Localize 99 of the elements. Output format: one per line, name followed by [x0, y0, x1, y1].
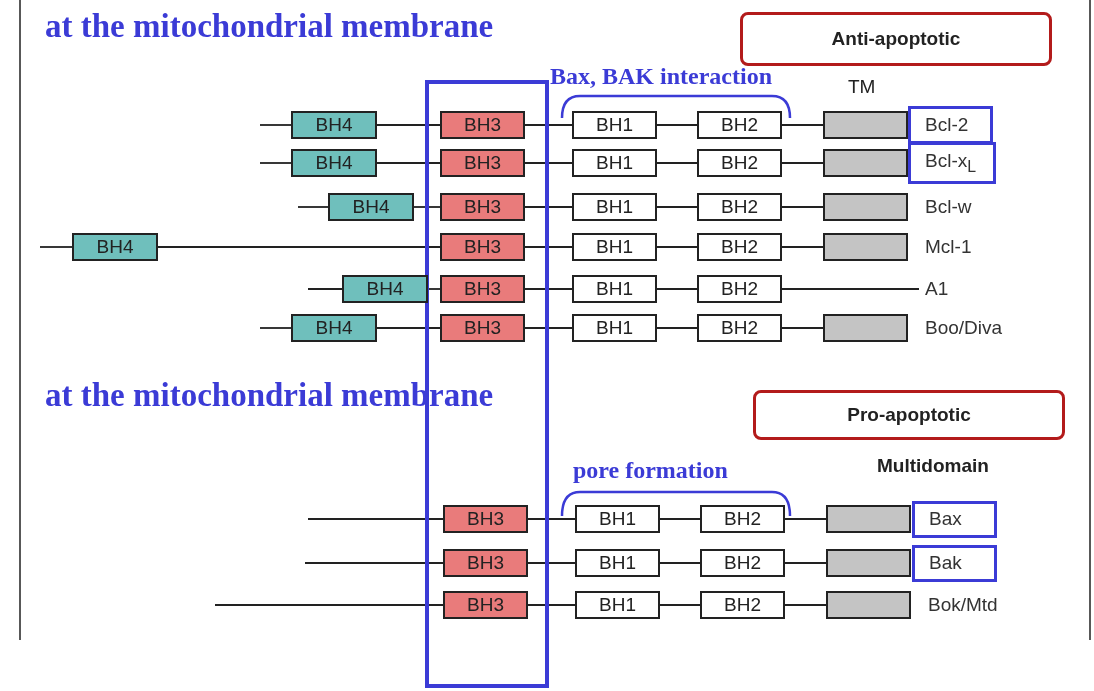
domain-box: BH3	[443, 549, 528, 577]
domain-box: BH3	[440, 275, 525, 303]
connector-line	[781, 246, 824, 248]
protein-name-box: Bak	[912, 544, 997, 582]
connector-line	[659, 604, 701, 606]
connector-line	[781, 206, 824, 208]
section-heading: at the mitochondrial membrane	[45, 8, 494, 45]
connector-line	[297, 206, 329, 208]
connector-line	[656, 327, 698, 329]
connector-line	[524, 327, 573, 329]
connector-line	[376, 162, 441, 164]
protein-name-box: Bcl-x$_{L}$	[908, 142, 996, 184]
connector-line	[259, 327, 292, 329]
domain-box: BH3	[443, 505, 528, 533]
domain-box: BH1	[575, 591, 660, 619]
domain-box: BH3	[440, 149, 525, 177]
domain-box: BH2	[697, 233, 782, 261]
connector-line	[307, 518, 444, 520]
connector-line	[527, 604, 576, 606]
domain-box: BH3	[440, 111, 525, 139]
connector-line	[39, 246, 73, 248]
domain-box: BH2	[700, 591, 785, 619]
domain-box: BH1	[572, 314, 657, 342]
domain-box: BH2	[697, 314, 782, 342]
tm-domain-box	[826, 591, 911, 619]
domain-box: BH4	[291, 149, 377, 177]
connector-line	[656, 288, 698, 290]
protein-name: A1	[925, 276, 985, 302]
domain-box: BH1	[572, 275, 657, 303]
connector-line	[524, 246, 573, 248]
domain-box: BH1	[572, 149, 657, 177]
column-heading: Multidomain	[877, 455, 989, 477]
connector-line	[659, 562, 701, 564]
connector-line	[656, 162, 698, 164]
domain-box: BH3	[443, 591, 528, 619]
domain-box: BH4	[328, 193, 414, 221]
connector-line	[527, 518, 576, 520]
tm-domain-box	[823, 111, 908, 139]
domain-box: BH1	[575, 549, 660, 577]
domain-box: BH4	[291, 111, 377, 139]
connector-line	[259, 162, 292, 164]
protein-name: Boo/Diva	[925, 315, 1045, 341]
connector-line	[157, 246, 441, 248]
connector-line	[524, 162, 573, 164]
connector-line	[376, 327, 441, 329]
protein-name-box: Bax	[912, 500, 997, 538]
protein-name: Bok/Mtd	[928, 592, 1038, 618]
category-box: Anti-apoptotic	[740, 12, 1052, 66]
domain-box: BH1	[575, 505, 660, 533]
domain-box: BH3	[440, 193, 525, 221]
category-box: Pro-apoptotic	[753, 390, 1065, 440]
connector-line	[659, 518, 701, 520]
connector-line	[527, 562, 576, 564]
connector-line	[781, 124, 824, 126]
connector-line	[781, 162, 824, 164]
connector-line	[784, 604, 827, 606]
domain-box: BH4	[342, 275, 428, 303]
domain-box: BH2	[697, 193, 782, 221]
tm-domain-box	[823, 233, 908, 261]
connector-line	[524, 206, 573, 208]
tm-domain-box	[826, 505, 911, 533]
connector-line	[784, 518, 827, 520]
connector-line	[259, 124, 292, 126]
connector-line	[427, 288, 441, 290]
domain-box: BH4	[291, 314, 377, 342]
tm-domain-box	[823, 314, 908, 342]
connector-line	[524, 288, 573, 290]
connector-line	[781, 288, 920, 290]
tm-domain-box	[826, 549, 911, 577]
connector-line	[304, 562, 444, 564]
domain-box: BH2	[697, 111, 782, 139]
tm-domain-box	[823, 149, 908, 177]
domain-box: BH3	[440, 233, 525, 261]
domain-box: BH1	[572, 193, 657, 221]
domain-annotation: Bax, BAK interaction	[550, 63, 772, 90]
column-heading: TM	[848, 76, 876, 98]
connector-line	[656, 206, 698, 208]
connector-line	[784, 562, 827, 564]
domain-annotation: pore formation	[573, 457, 728, 484]
domain-box: BH3	[440, 314, 525, 342]
connector-line	[656, 246, 698, 248]
connector-line	[656, 124, 698, 126]
connector-line	[376, 124, 441, 126]
protein-name-box: Bcl-2	[908, 106, 993, 144]
connector-line	[413, 206, 441, 208]
protein-name: Bcl-w	[925, 194, 1025, 220]
domain-box: BH4	[72, 233, 158, 261]
domain-box: BH2	[697, 275, 782, 303]
domain-box: BH1	[572, 233, 657, 261]
connector-line	[307, 288, 343, 290]
connector-line	[214, 604, 444, 606]
connector-line	[781, 327, 824, 329]
domain-box: BH2	[700, 505, 785, 533]
tm-domain-box	[823, 193, 908, 221]
connector-line	[524, 124, 573, 126]
domain-box: BH2	[697, 149, 782, 177]
domain-box: BH1	[572, 111, 657, 139]
domain-box: BH2	[700, 549, 785, 577]
protein-name: Mcl-1	[925, 234, 1025, 260]
